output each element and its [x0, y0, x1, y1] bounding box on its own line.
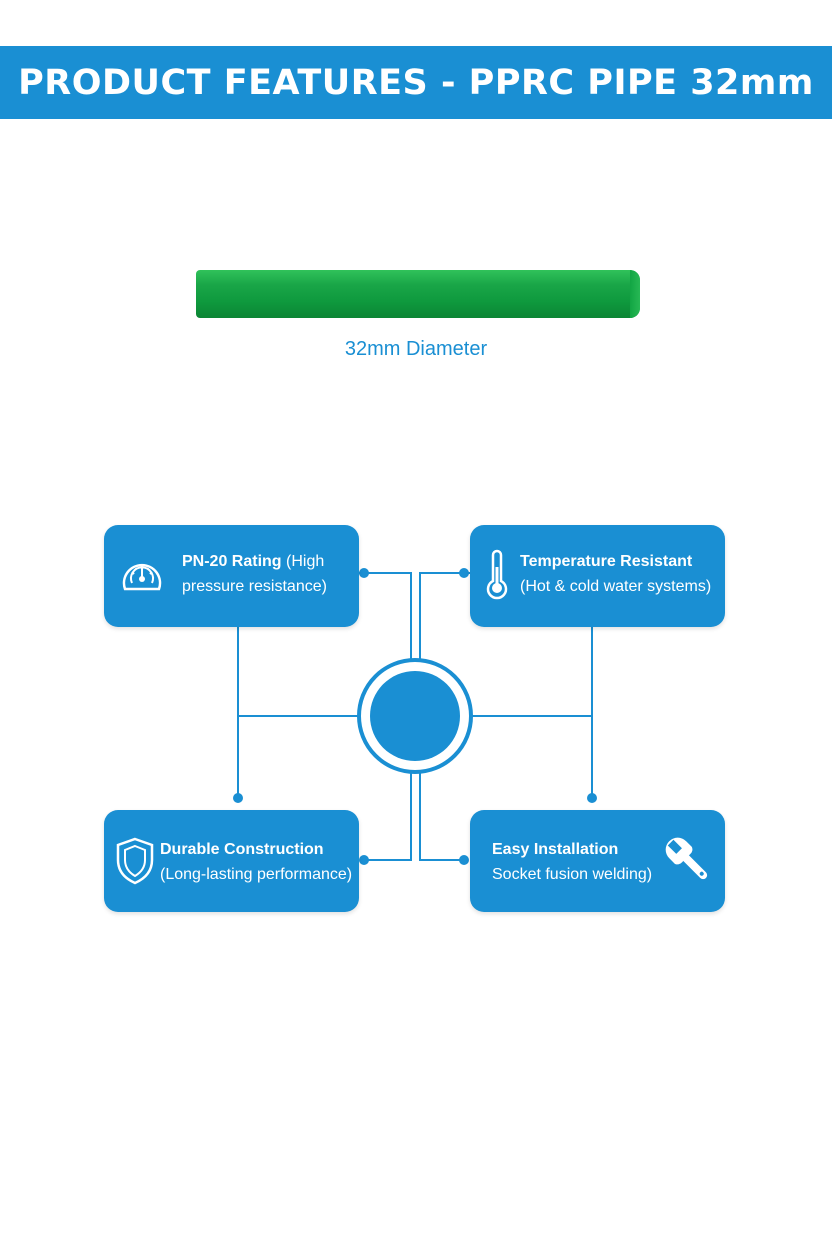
feature-text: Temperature Resistant (Hot & cold water … — [520, 549, 711, 599]
feature-title: Temperature Resistant — [520, 553, 693, 570]
pressure-gauge-icon — [120, 553, 164, 602]
connector-line-br-left — [419, 772, 464, 861]
page-title: PRODUCT FEATURES - PPRC PIPE 32mm — [18, 62, 814, 103]
feature-desc: Socket fusion welding) — [492, 866, 653, 883]
header-banner: PRODUCT FEATURES - PPRC PIPE 32mm — [0, 46, 832, 119]
connector-dot — [359, 568, 369, 578]
feature-desc-inline: (High — [286, 553, 325, 570]
feature-desc: pressure resistance) — [182, 578, 327, 595]
connector-dot — [459, 855, 469, 865]
feature-card-pn20: PN-20 Rating (High pressure resistance) — [104, 525, 359, 627]
connector-line-tr-left — [419, 572, 470, 662]
connector-line-bl-right — [364, 772, 412, 861]
feature-card-installation: Easy Installation Socket fusion welding) — [470, 810, 725, 912]
feature-title: PN-20 Rating — [182, 553, 282, 570]
connector-dot — [359, 855, 369, 865]
pipe-end — [630, 270, 640, 318]
feature-desc: (Hot & cold water systems) — [520, 578, 712, 595]
thermometer-icon — [484, 547, 510, 608]
center-hub — [357, 658, 473, 774]
connector-dot — [587, 793, 597, 803]
connector-dot — [459, 568, 469, 578]
feature-card-temperature: Temperature Resistant (Hot & cold water … — [470, 525, 725, 627]
feature-card-durable: Durable Construction (Long-lasting perfo… — [104, 810, 359, 912]
pipe-caption: 32mm Diameter — [344, 338, 488, 360]
pipe-image — [196, 270, 640, 318]
connector-dot — [233, 793, 243, 803]
connector-line-tl-right — [358, 572, 412, 662]
wrench-icon — [663, 835, 715, 892]
feature-title: Durable Construction — [160, 841, 324, 858]
shield-icon — [114, 836, 156, 891]
feature-text: Easy Installation Socket fusion welding) — [492, 837, 652, 887]
feature-text: Durable Construction (Long-lasting perfo… — [160, 837, 352, 887]
feature-text: PN-20 Rating (High pressure resistance) — [182, 549, 327, 599]
feature-desc: (Long-lasting performance) — [160, 866, 353, 883]
feature-title: Easy Installation — [492, 841, 619, 858]
